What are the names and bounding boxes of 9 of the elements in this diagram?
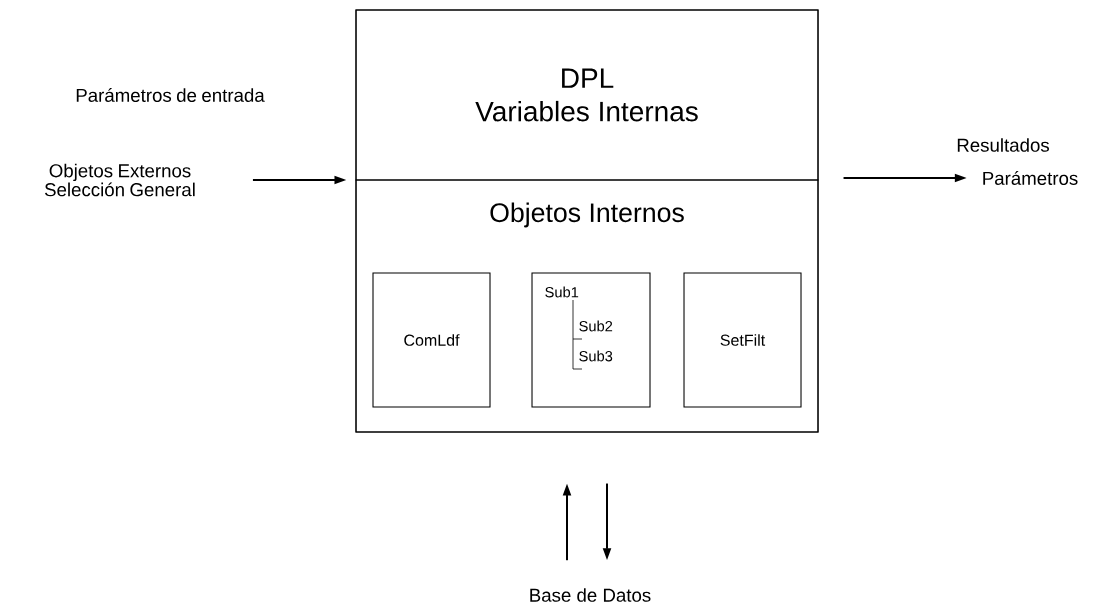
module-box: SetFilt (683, 272, 802, 408)
module-box: ComLdf (372, 272, 491, 408)
section-box: DPL Variables Internas (355, 9, 819, 181)
node-text: Base de Datos (530, 588, 651, 602)
node-text: Parámetros (983, 171, 1078, 185)
node-text: Parámetros de entrada (76, 88, 265, 102)
node-text: Resultados (957, 138, 1049, 152)
node-text: Objetos Externos Selección General (44, 163, 195, 197)
module-box: Sub1 Sub2 Sub3 (531, 272, 651, 408)
